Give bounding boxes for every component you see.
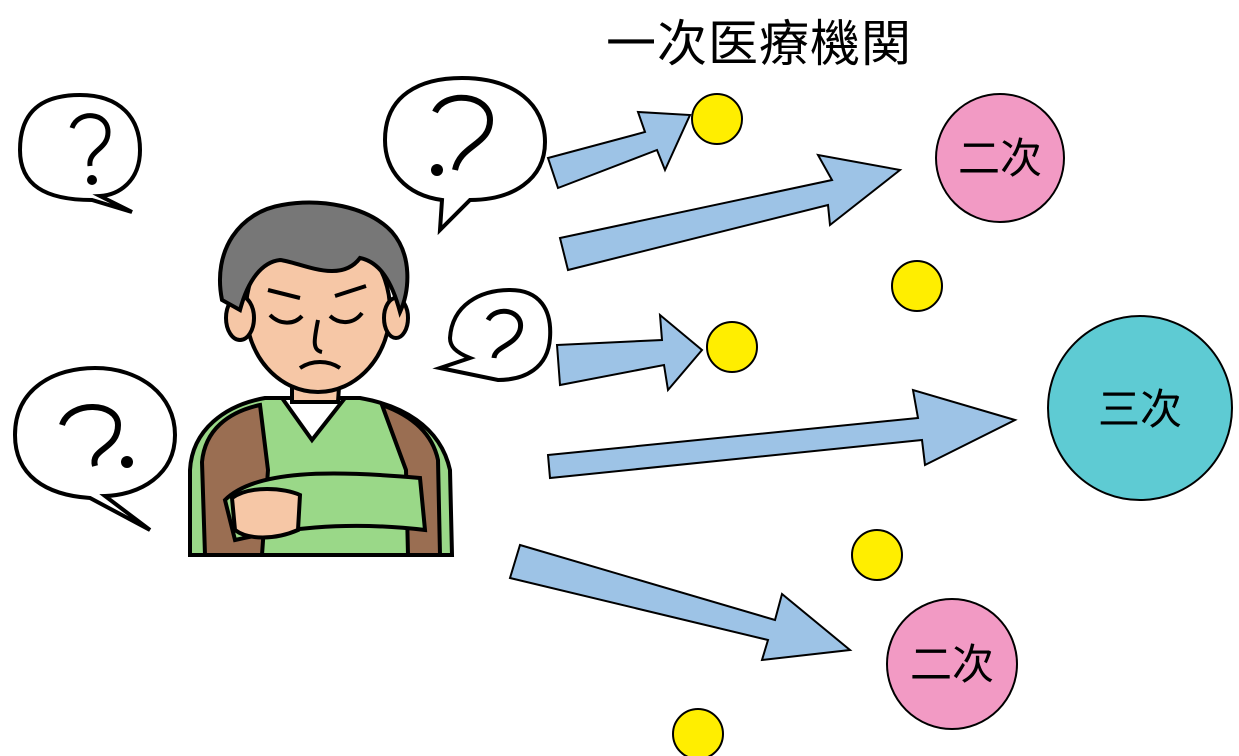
node-label: 二次 <box>958 134 1042 183</box>
primary-care-dot <box>851 529 903 581</box>
node-label: 三次 <box>1098 385 1182 434</box>
primary-care-dot <box>672 708 724 756</box>
arrow-to-secondary-top <box>558 153 903 272</box>
arrow-to-primary-2 <box>555 312 704 393</box>
node-tertiary: 三次 <box>1047 315 1233 501</box>
primary-care-dot <box>691 93 743 145</box>
question-bubble-icon <box>17 92 143 214</box>
question-bubble-icon <box>12 365 178 532</box>
primary-care-dot <box>706 321 758 373</box>
arrow-to-primary-1 <box>546 110 692 190</box>
node-secondary-top: 二次 <box>935 93 1065 223</box>
question-bubble-icon <box>382 75 548 236</box>
confused-person-icon <box>188 200 455 557</box>
node-label: 二次 <box>910 640 994 689</box>
arrow-to-tertiary <box>546 388 1018 480</box>
question-bubble-icon <box>432 287 553 383</box>
node-secondary-bottom: 二次 <box>886 598 1018 730</box>
primary-care-dot <box>891 260 943 312</box>
arrow-to-secondary-bottom <box>508 543 853 662</box>
diagram-title: 一次医療機関 <box>606 15 912 73</box>
